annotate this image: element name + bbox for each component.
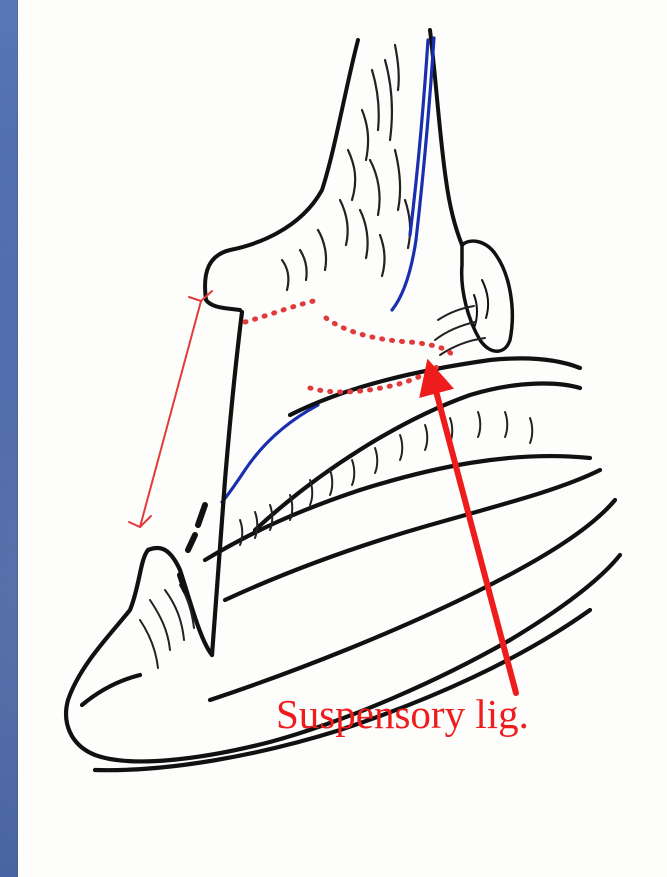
measurement-line [129,291,212,527]
callout-arrow [432,376,516,693]
ligament-outline [245,300,452,392]
right-oval-structure [462,241,513,351]
upper-hatching [282,45,410,290]
suspensory-ligament-label: Suspensory lig. [276,694,529,735]
blue-vessel [222,38,434,502]
glans-hatching [140,585,194,668]
left-dashes [180,505,205,590]
